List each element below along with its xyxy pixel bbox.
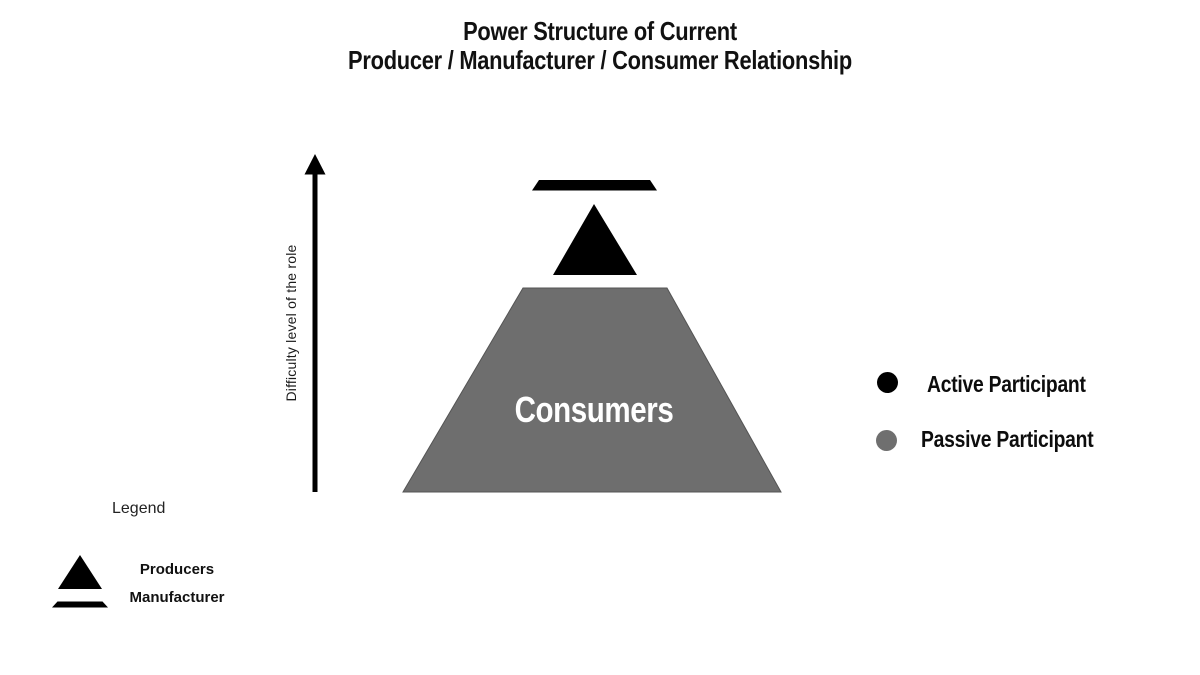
legend-bar-icon: [52, 601, 108, 608]
legend-producers-label: Producers: [139, 561, 215, 578]
legend-heading: Legend: [112, 500, 166, 517]
legend-triangle-icon: [58, 555, 102, 589]
difficulty-axis-arrow-shaft: [312, 172, 318, 492]
top-bar-shape: [532, 180, 657, 191]
passive-participant-circle-fill: [876, 430, 897, 451]
page-title-line1: Power Structure of Current: [463, 16, 737, 46]
page-title-line2: Producer / Manufacturer / Consumer Relat…: [348, 45, 852, 75]
active-participant-circle-icon: [877, 372, 898, 393]
passive-participant-circle-icon: [876, 430, 897, 451]
active-participant-circle-fill: [877, 372, 898, 393]
consumers-trapezoid-shape: [402, 287, 782, 493]
difficulty-axis-arrowhead-icon: [304, 154, 326, 175]
page-title: Power Structure of Current Producer / Ma…: [96, 17, 1104, 75]
passive-participant-label: Passive Participant: [921, 426, 1094, 452]
consumers-label: Consumers: [514, 389, 674, 430]
legend-manufacturer-label: Manufacturer: [129, 589, 225, 606]
middle-triangle-shape: [553, 204, 637, 275]
active-participant-label: Active Participant: [927, 371, 1086, 397]
axis-label: Difficulty level of the role: [283, 244, 299, 402]
